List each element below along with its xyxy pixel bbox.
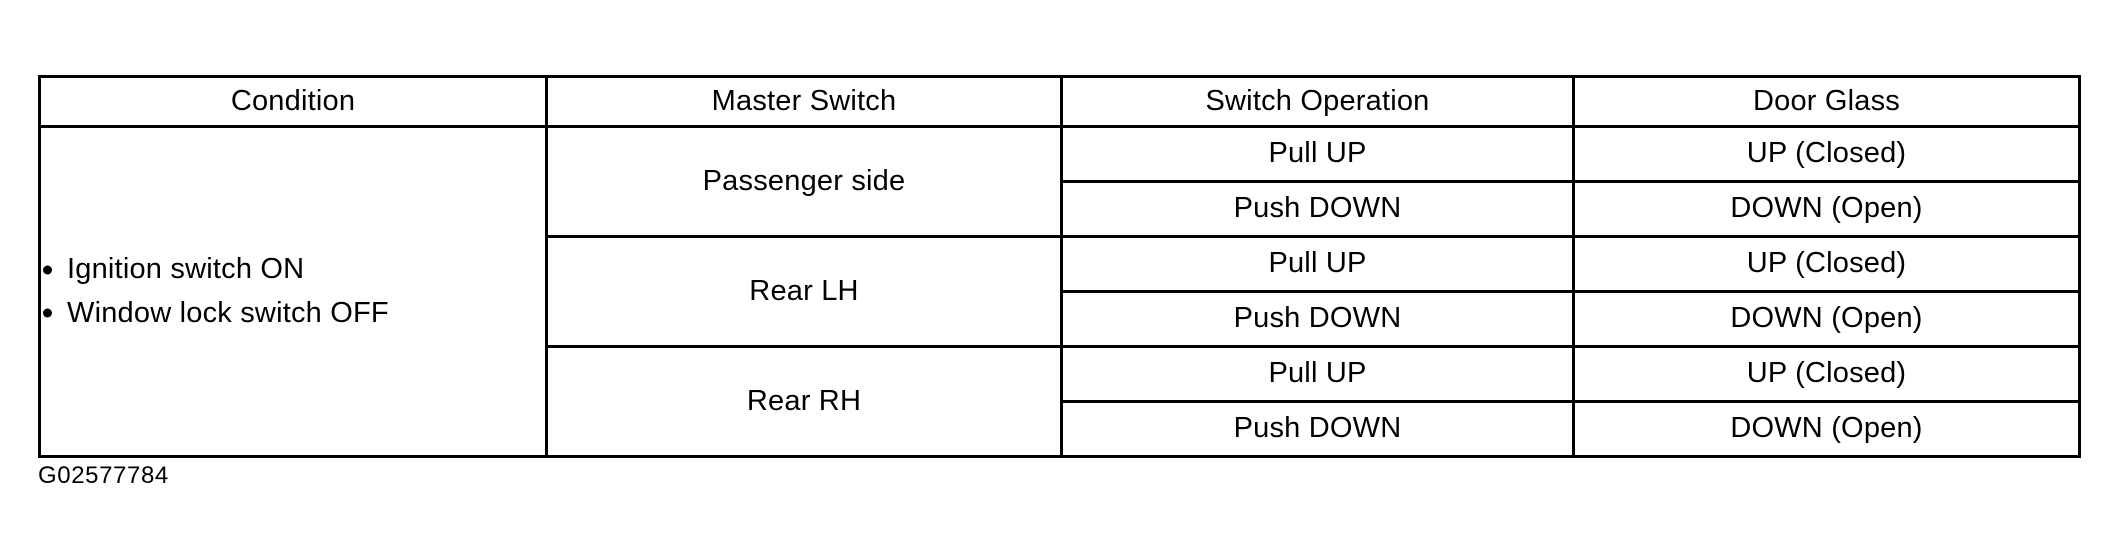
condition-cell: Ignition switch ON Window lock switch OF… — [38, 125, 548, 458]
table-row: Push DOWN DOWN (Open) — [40, 290, 2081, 348]
list-item: Ignition switch ON — [41, 251, 545, 289]
door-glass-cell: DOWN (Open) — [1572, 400, 2081, 458]
switch-operation-cell: Push DOWN — [1060, 400, 1575, 458]
column-header-master-switch: Master Switch — [545, 75, 1063, 128]
switch-operation-cell: Push DOWN — [1060, 290, 1575, 348]
condition-list: Ignition switch ON Window lock switch OF… — [41, 251, 545, 332]
master-switch-cell: Passenger side — [545, 125, 1063, 238]
table-row: Ignition switch ON Window lock switch OF… — [38, 125, 2081, 458]
column-header-door-glass: Door Glass — [1572, 75, 2081, 128]
switch-operation-cell: Pull UP — [1060, 125, 1575, 183]
table-row: Push DOWN DOWN (Open) — [40, 400, 2081, 458]
table-row: Push DOWN DOWN (Open) — [40, 180, 2081, 238]
switch-operation-cell: Pull UP — [1060, 345, 1575, 403]
switch-operation-cell: Pull UP — [1060, 235, 1575, 293]
column-header-condition: Condition — [38, 75, 548, 128]
condition-text: Window lock switch OFF — [67, 296, 389, 329]
table-row: Rear RH Pull UP UP (Closed) — [40, 345, 2081, 458]
list-item: Window lock switch OFF — [41, 295, 545, 333]
column-header-switch-operation: Switch Operation — [1060, 75, 1575, 128]
condition-text: Ignition switch ON — [67, 252, 305, 285]
table-row: Rear LH Pull UP UP (Closed) — [40, 235, 2081, 348]
power-window-operation-table: Condition Master Switch Switch Operation… — [38, 75, 2081, 458]
master-switch-cell: Rear RH — [545, 345, 1063, 458]
switch-operation-cell: Push DOWN — [1060, 180, 1575, 238]
door-glass-cell: DOWN (Open) — [1572, 290, 2081, 348]
master-switch-cell: Rear LH — [545, 235, 1063, 348]
door-glass-cell: UP (Closed) — [1572, 345, 2081, 403]
table-body: Ignition switch ON Window lock switch OF… — [38, 125, 2081, 458]
table-header: Condition Master Switch Switch Operation… — [38, 75, 2081, 128]
door-glass-cell: UP (Closed) — [1572, 235, 2081, 293]
figure-caption: G02577784 — [38, 462, 169, 489]
door-glass-cell: UP (Closed) — [1572, 125, 2081, 183]
bullet-icon — [43, 265, 52, 275]
bullet-icon — [43, 308, 52, 318]
door-glass-cell: DOWN (Open) — [1572, 180, 2081, 238]
header-row: Condition Master Switch Switch Operation… — [38, 75, 2081, 128]
